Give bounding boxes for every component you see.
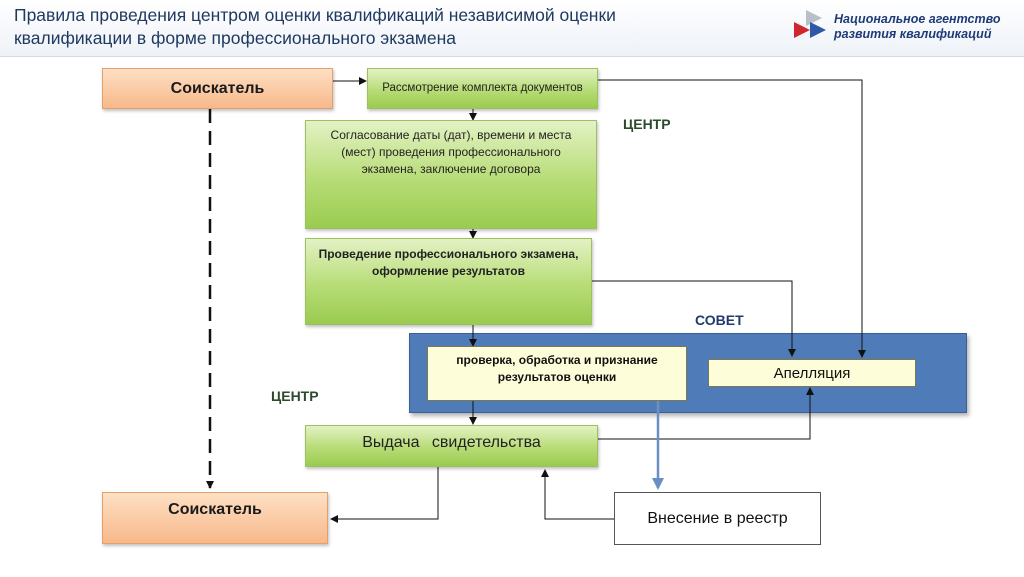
agency-logo: Национальное агентство развития квалифик…: [792, 8, 1012, 48]
review-box: Рассмотрение комплекта документов: [367, 68, 598, 109]
applicant-top-box: Соискатель: [102, 68, 333, 109]
sovet-label: СОВЕТ: [695, 312, 744, 328]
conduct-box: Проведение профессионального экзамена, о…: [305, 238, 592, 325]
logo-line-2: развития квалификаций: [834, 27, 992, 41]
appeal-label: Апелляция: [773, 364, 851, 382]
agency-logo-icon: [794, 10, 826, 38]
check-label: проверка, обработка и признание результа…: [456, 353, 658, 384]
slide-header: Правила проведения центром оценки квалиф…: [0, 0, 1024, 57]
applicant-bottom-label: Соискатель: [168, 501, 262, 518]
conduct-label: Проведение профессионального экзамена, о…: [318, 247, 579, 278]
certificate-box: Выдача свидетельства: [305, 425, 598, 467]
logo-text: Национальное агентство развития квалифик…: [834, 12, 1001, 42]
agreement-box: Согласование даты (дат), времени и места…: [305, 120, 597, 229]
arrow-certificate-appeal: [598, 387, 814, 440]
logo-line-1: Национальное агентство: [834, 12, 1001, 26]
appeal-box: Апелляция: [708, 359, 916, 387]
review-label: Рассмотрение комплекта документов: [382, 82, 583, 94]
registry-box: Внесение в реестр: [614, 492, 821, 545]
registry-label: Внесение в реестр: [647, 509, 788, 527]
centr-label-bottom: ЦЕНТР: [271, 388, 319, 404]
certificate-label: Выдача свидетельства: [362, 434, 541, 451]
centr-label-top: ЦЕНТР: [623, 116, 671, 132]
arrow-certificate-applicant: [330, 467, 439, 523]
arrow-conduct-appeal: [592, 280, 796, 357]
applicant-bottom-box: Соискатель: [102, 492, 328, 544]
slide-title: Правила проведения центром оценки квалиф…: [14, 5, 616, 48]
agreement-label: Согласование даты (дат), времени и места…: [330, 128, 572, 176]
applicant-top-label: Соискатель: [170, 79, 265, 97]
arrow-registry-certificate: [541, 469, 614, 520]
arrow-review-appeal: [598, 79, 866, 358]
check-box: проверка, обработка и признание результа…: [427, 346, 687, 401]
